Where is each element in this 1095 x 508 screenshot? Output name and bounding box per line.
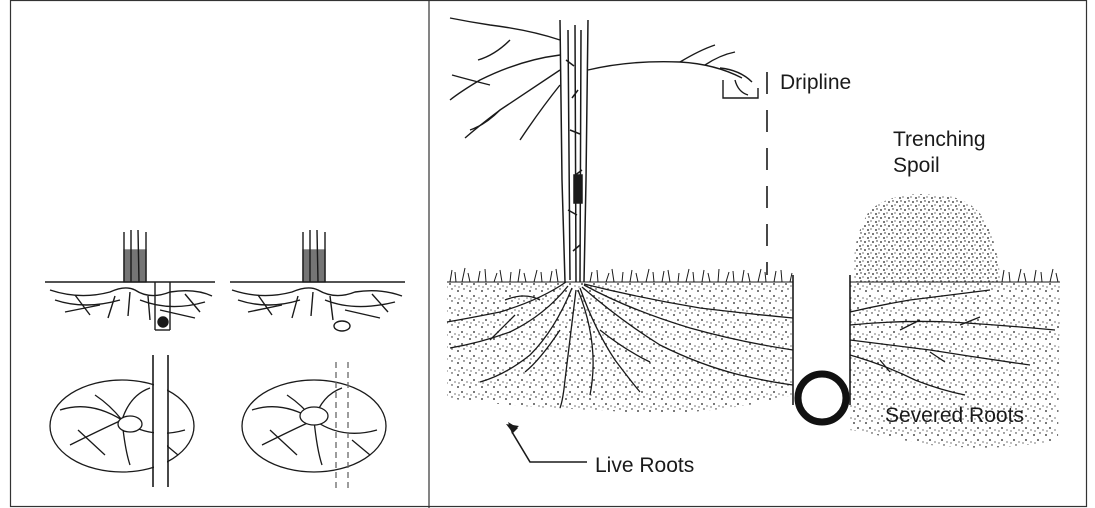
dripline-label: Dripline <box>780 70 851 95</box>
trenching-spoil-label-line1: Trenching <box>893 127 986 152</box>
trenching-spoil-label-line2: Spoil <box>893 153 940 178</box>
live-roots-arrow <box>506 422 587 462</box>
pipe-icon <box>798 374 846 422</box>
plan-view-tunnel <box>242 362 386 490</box>
small-tree-with-trench <box>45 230 215 330</box>
tree-branches <box>450 18 758 140</box>
trenching-spoil-pile <box>854 194 1000 282</box>
soil-left <box>447 282 793 413</box>
plan-view-trench <box>50 355 194 487</box>
small-tree-with-tunnel <box>230 230 405 331</box>
severed-roots-label: Severed Roots <box>885 403 1024 428</box>
tree-trunk <box>560 20 588 282</box>
live-roots-label: Live Roots <box>595 453 694 478</box>
